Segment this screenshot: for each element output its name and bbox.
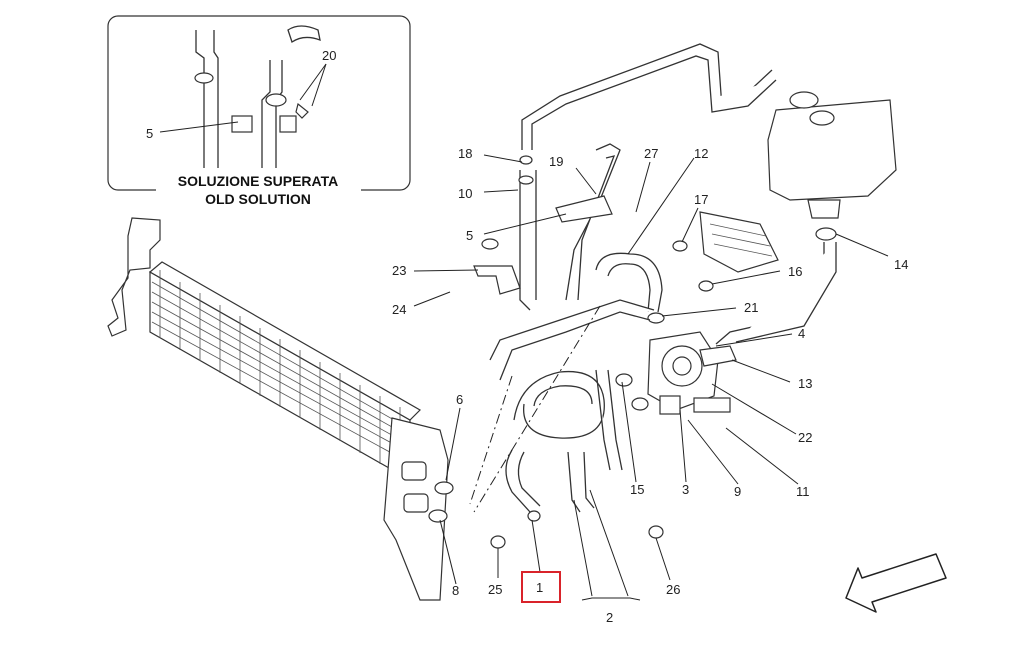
inset-title-line2: OLD SOLUTION: [205, 191, 311, 207]
callout-17: 17: [694, 192, 708, 207]
callout-21: 21: [744, 300, 758, 315]
callout-14: 14: [894, 257, 908, 272]
oil-cooler: [672, 211, 779, 292]
callout-8: 8: [452, 583, 459, 598]
callout-6: 6: [456, 392, 463, 407]
callout-3: 3: [682, 482, 689, 497]
water-pump: [647, 312, 737, 415]
callout-12: 12: [694, 146, 708, 161]
callout-19: 19: [549, 154, 563, 169]
callout-18: 18: [458, 146, 472, 161]
hoses: [428, 43, 837, 549]
radiator: [107, 217, 449, 601]
callout-15: 15: [630, 482, 644, 497]
callout-11: 11: [796, 484, 810, 499]
leader-lines: [413, 154, 889, 601]
inset-title-line1: SOLUZIONE SUPERATA: [178, 173, 339, 189]
callout-27: 27: [644, 146, 658, 161]
callout-22: 22: [798, 430, 812, 445]
callout-16: 16: [788, 264, 802, 279]
callout-26: 26: [666, 582, 680, 597]
callout-labels: 18 10 19 27 12 5 17 23 16 14 24 21 4 13 …: [392, 146, 908, 625]
callout-9: 9: [734, 484, 741, 499]
inset-callout-5: 5: [146, 126, 153, 141]
callout-1: 1: [536, 580, 543, 595]
callout-5: 5: [466, 228, 473, 243]
callout-10: 10: [458, 186, 472, 201]
callout-13: 13: [798, 376, 812, 391]
inset-old-solution: SOLUZIONE SUPERATA OLD SOLUTION 20 5: [107, 15, 411, 210]
callout-24: 24: [392, 302, 406, 317]
callout-4: 4: [798, 326, 805, 341]
callout-2: 2: [606, 610, 613, 625]
highlight-box-part-1: [521, 571, 561, 603]
front-direction-arrow-icon: [845, 553, 947, 613]
expansion-tank: [767, 91, 897, 241]
callout-23: 23: [392, 263, 406, 278]
inset-callout-20: 20: [322, 48, 336, 63]
callout-25: 25: [488, 582, 502, 597]
